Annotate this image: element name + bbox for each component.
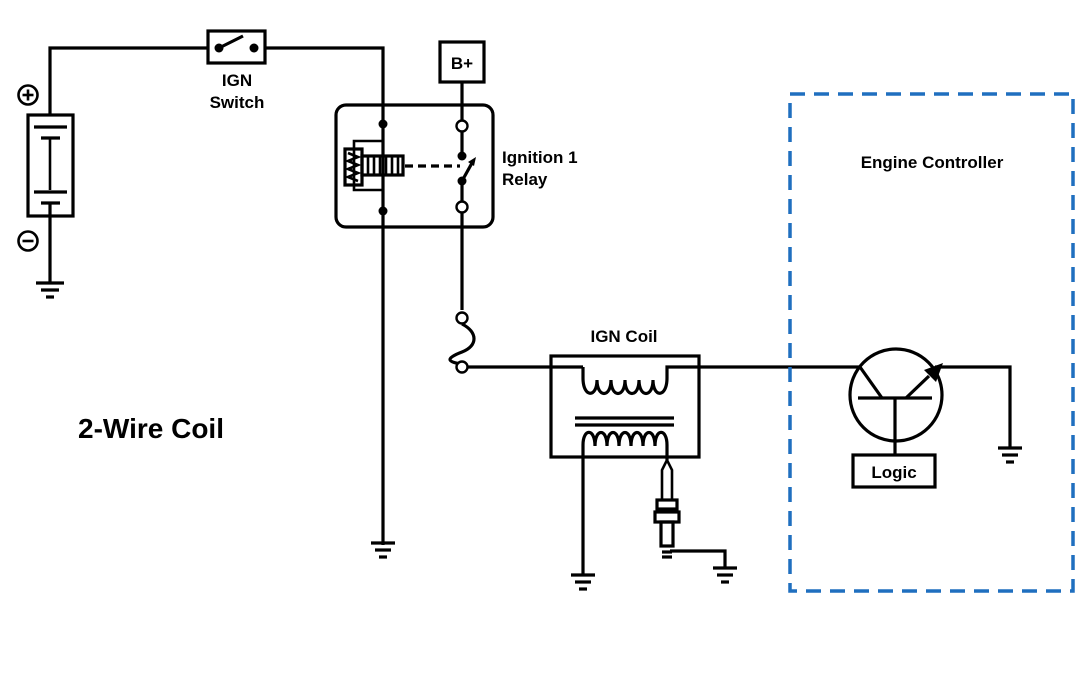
relay-label-2: Relay bbox=[502, 170, 548, 189]
wire-transistor-ground bbox=[935, 365, 1012, 447]
coil-outline bbox=[549, 354, 701, 459]
transistor-icon bbox=[848, 347, 944, 455]
logic-box bbox=[851, 453, 937, 489]
battery-negative-icon bbox=[17, 230, 39, 252]
ground-icon-coil bbox=[571, 573, 595, 591]
ground-icon-controller bbox=[998, 446, 1022, 464]
relay-label-1: Ignition 1 bbox=[502, 148, 578, 167]
battery-positive-icon bbox=[17, 84, 39, 106]
ground-icon-plug bbox=[713, 566, 737, 584]
ignition-relay bbox=[334, 82, 495, 229]
battery bbox=[26, 113, 75, 218]
ground-icon-relay bbox=[371, 541, 395, 559]
ign-switch bbox=[206, 29, 267, 65]
ign-switch-label-1: IGN bbox=[222, 71, 252, 90]
ign-coil bbox=[549, 354, 701, 460]
wire-switch-to-relay-coil bbox=[265, 46, 385, 545]
logic-label: Logic bbox=[871, 463, 916, 482]
relay-outline bbox=[334, 103, 495, 229]
engine-controller-boundary bbox=[788, 92, 1075, 593]
ground-icon-battery bbox=[36, 281, 64, 299]
fuse-icon bbox=[448, 311, 476, 374]
engine-controller-label: Engine Controller bbox=[861, 153, 1004, 172]
spark-plug-icon bbox=[653, 457, 681, 559]
ign-switch-label-2: Switch bbox=[210, 93, 265, 112]
wire-plug-ground bbox=[670, 549, 727, 568]
diagram-title: 2-Wire Coil bbox=[78, 413, 224, 444]
wire-battery-to-switch bbox=[48, 46, 208, 115]
ign-coil-label: IGN Coil bbox=[590, 327, 657, 346]
b-plus-label: B+ bbox=[451, 54, 473, 73]
